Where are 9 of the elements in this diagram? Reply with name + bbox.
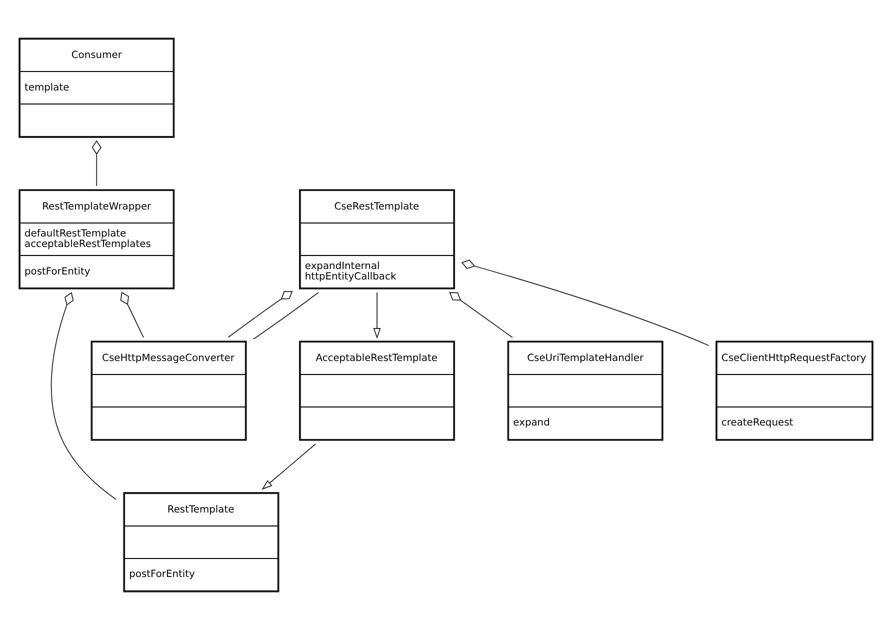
connector	[228, 290, 293, 338]
connector	[253, 292, 319, 339]
connector	[50, 292, 117, 500]
arrow	[262, 443, 316, 490]
arrow	[373, 292, 381, 338]
connector	[449, 292, 513, 338]
connector	[92, 140, 102, 186]
connector	[120, 291, 144, 338]
connector	[461, 259, 710, 346]
